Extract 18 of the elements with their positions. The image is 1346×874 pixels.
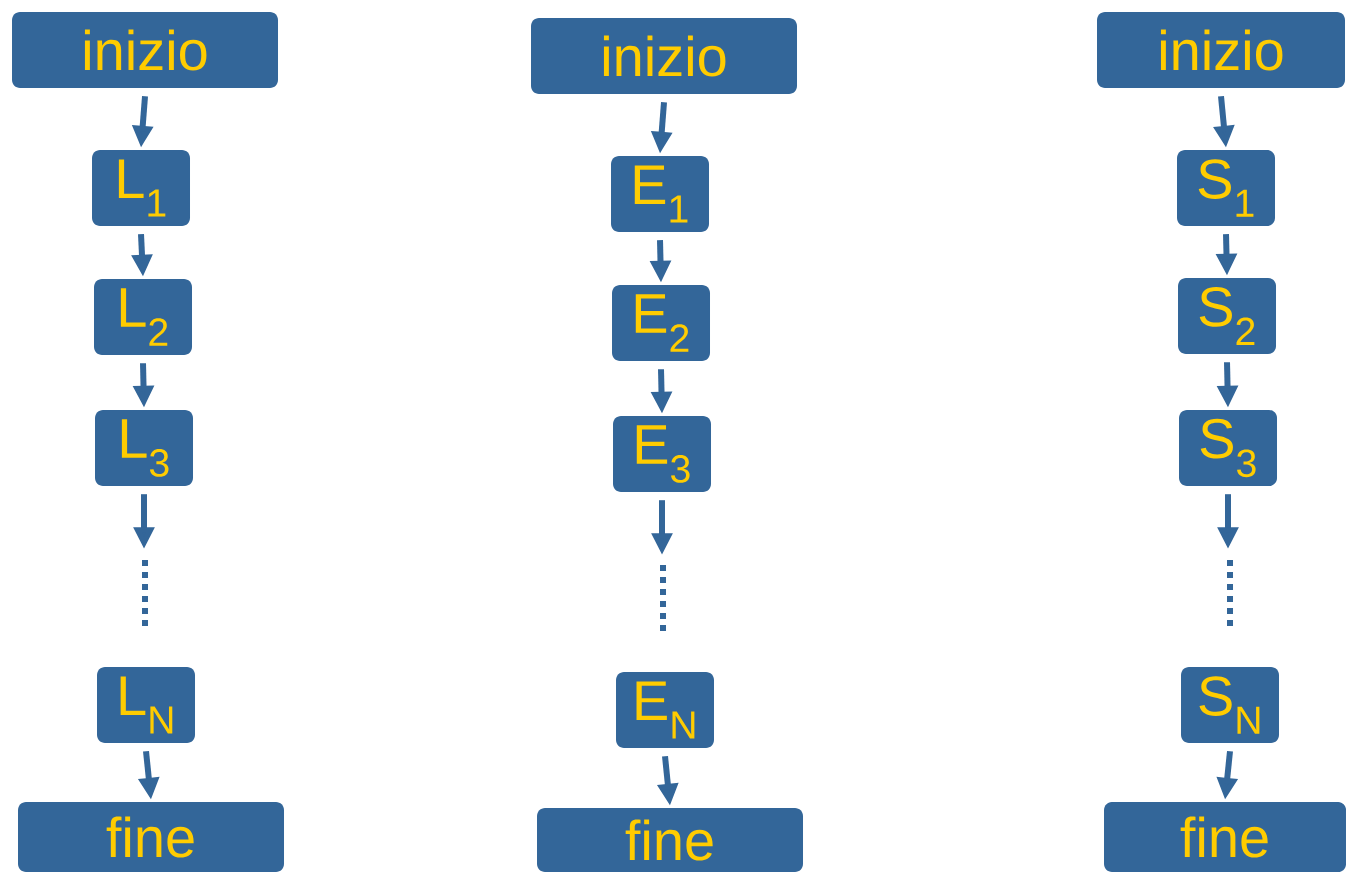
process-box: S$_{N}$ [1181,667,1279,743]
process-box: inizio [1097,12,1345,88]
process-box: L$_{N}$ [97,667,195,743]
process-box: E$_{N}$ [616,672,714,748]
process-box: L$_{2}$ [94,279,192,355]
process-box: L$_{3}$ [95,410,193,486]
process-box: S$_{1}$ [1177,150,1275,226]
process-box: fine [1104,802,1346,872]
process-box: inizio [531,18,797,94]
process-box: fine [537,808,803,872]
process-box: E$_{2}$ [612,285,710,361]
process-box: S$_{2}$ [1178,278,1276,354]
process-box: E$_{1}$ [611,156,709,232]
process-box: E$_{3}$ [613,416,711,492]
process-box: inizio [12,12,278,88]
process-box: S$_{3}$ [1179,410,1277,486]
process-box: L$_{1}$ [92,150,190,226]
process-box: fine [18,802,284,872]
